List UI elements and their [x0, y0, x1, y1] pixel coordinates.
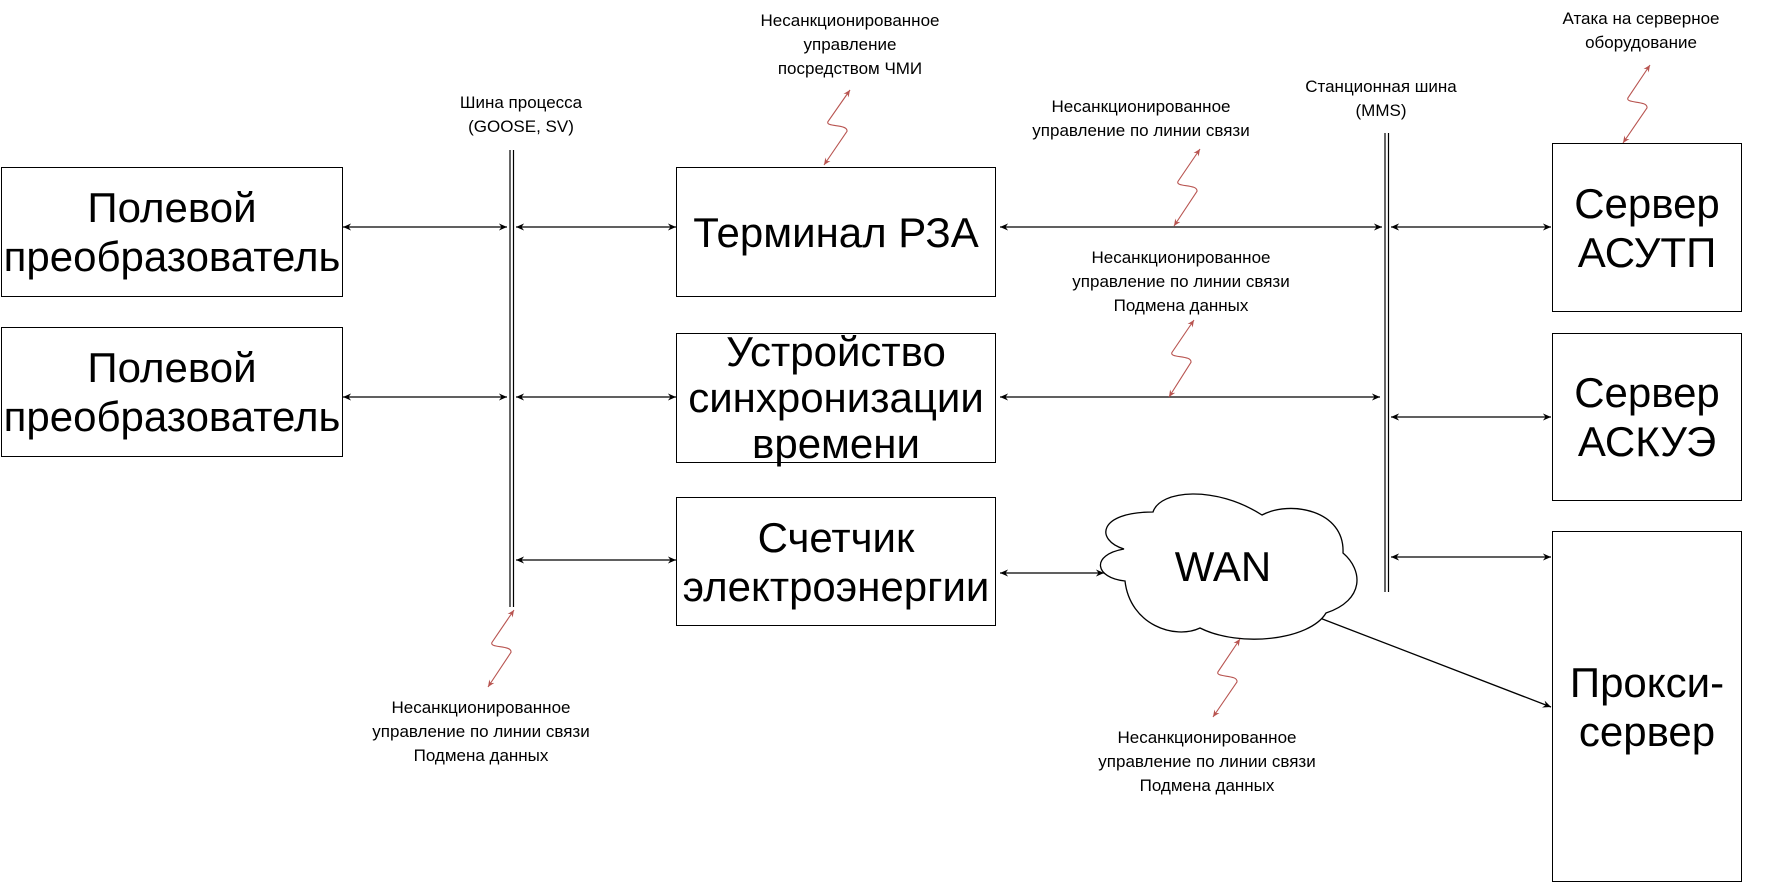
label-line: Несанкционированное: [1117, 728, 1297, 747]
relay-terminal-box[interactable]: Терминал РЗА: [676, 167, 996, 297]
box-line: Терминал РЗА: [693, 208, 979, 256]
label-line: Подмена данных: [1139, 776, 1275, 795]
attack-link-sync-zigzag: [1168, 319, 1195, 398]
label-line: управление: [803, 35, 897, 54]
label-line: Несанкционированное: [391, 698, 571, 717]
process-bus: [509, 150, 515, 607]
process-bus-label: Шина процесса (GOOSE, SV): [460, 91, 582, 139]
station-bus: [1384, 133, 1390, 592]
label-line: посредством ЧМИ: [777, 59, 923, 78]
label-line: управление по линии связи: [1072, 272, 1290, 291]
label-line: (GOOSE, SV): [468, 117, 574, 136]
label-line: Атака на серверное: [1562, 9, 1720, 28]
label-line: оборудование: [1585, 33, 1697, 52]
station-bus-label: Станционная шина (MMS): [1305, 75, 1457, 123]
box-line: сервер: [1578, 707, 1716, 755]
attack-link-terminal-label: Несанкционированное управление по линии …: [1032, 95, 1249, 143]
attack-process-bus-label: Несанкционированное управление по линии …: [372, 696, 589, 768]
attack-wan-label: Несанкционированное управление по линии …: [1098, 726, 1315, 798]
label-line: Несанкционированное: [760, 11, 940, 30]
attack-server-zigzag: [1622, 64, 1651, 144]
label-line: Станционная шина: [1305, 77, 1457, 96]
box-line: Полевой: [87, 344, 257, 391]
attack-hmi-zigzag: [823, 89, 851, 166]
box-line: Полевой: [87, 184, 257, 231]
attack-server-label: Атака на серверное оборудование: [1562, 7, 1719, 55]
box-line: синхронизации: [688, 374, 984, 421]
label-line: управление по линии связи: [372, 722, 590, 741]
box-line: Устройство: [726, 328, 946, 375]
label-line: Несанкционированное: [1091, 248, 1271, 267]
label-line: Несанкционированное: [1051, 97, 1231, 116]
attack-link-sync-label: Несанкционированное управление по линии …: [1072, 246, 1289, 318]
label-line: управление по линии связи: [1098, 752, 1316, 771]
attack-hmi-label: Несанкционированное управление посредств…: [761, 9, 940, 81]
label-line: управление по линии связи: [1032, 121, 1250, 140]
server-asutp-box[interactable]: Сервер АСУТП: [1552, 143, 1742, 312]
arrow-wan-proxy: [1311, 614, 1552, 708]
box-line: АСКУЭ: [1577, 418, 1717, 465]
wan-cloud-shape: [1099, 493, 1358, 640]
field-converter-2-box[interactable]: Полевой преобразователь: [1, 327, 343, 457]
energy-meter-box[interactable]: Счетчик электроэнергии: [676, 497, 996, 626]
time-sync-device-box[interactable]: Устройство синхронизации времени: [676, 329, 996, 467]
box-line: АСУТП: [1577, 228, 1717, 276]
server-askue-box[interactable]: Сервер АСКУЭ: [1552, 333, 1742, 501]
box-line: Сервер: [1574, 369, 1720, 416]
box-line: времени: [752, 420, 920, 467]
attack-wan-zigzag: [1212, 638, 1241, 718]
label-line: Подмена данных: [1113, 296, 1249, 315]
box-line: Сервер: [1574, 179, 1720, 227]
proxy-server-box[interactable]: Прокси- сервер: [1552, 531, 1742, 882]
label-line: (MMS): [1355, 101, 1407, 120]
label-line: Подмена данных: [413, 746, 549, 765]
box-line: преобразователь: [3, 393, 341, 440]
label-line: Шина процесса: [459, 93, 583, 112]
attack-process-bus-zigzag: [487, 609, 515, 688]
box-line: преобразователь: [3, 233, 341, 280]
wan-label: WAN: [1174, 543, 1272, 590]
field-converter-1-box[interactable]: Полевой преобразователь: [1, 167, 343, 297]
attack-link-terminal-zigzag: [1173, 148, 1201, 227]
box-line: Счетчик: [757, 513, 915, 561]
box-line: электроэнергии: [682, 562, 990, 610]
box-line: Прокси-: [1569, 658, 1725, 706]
